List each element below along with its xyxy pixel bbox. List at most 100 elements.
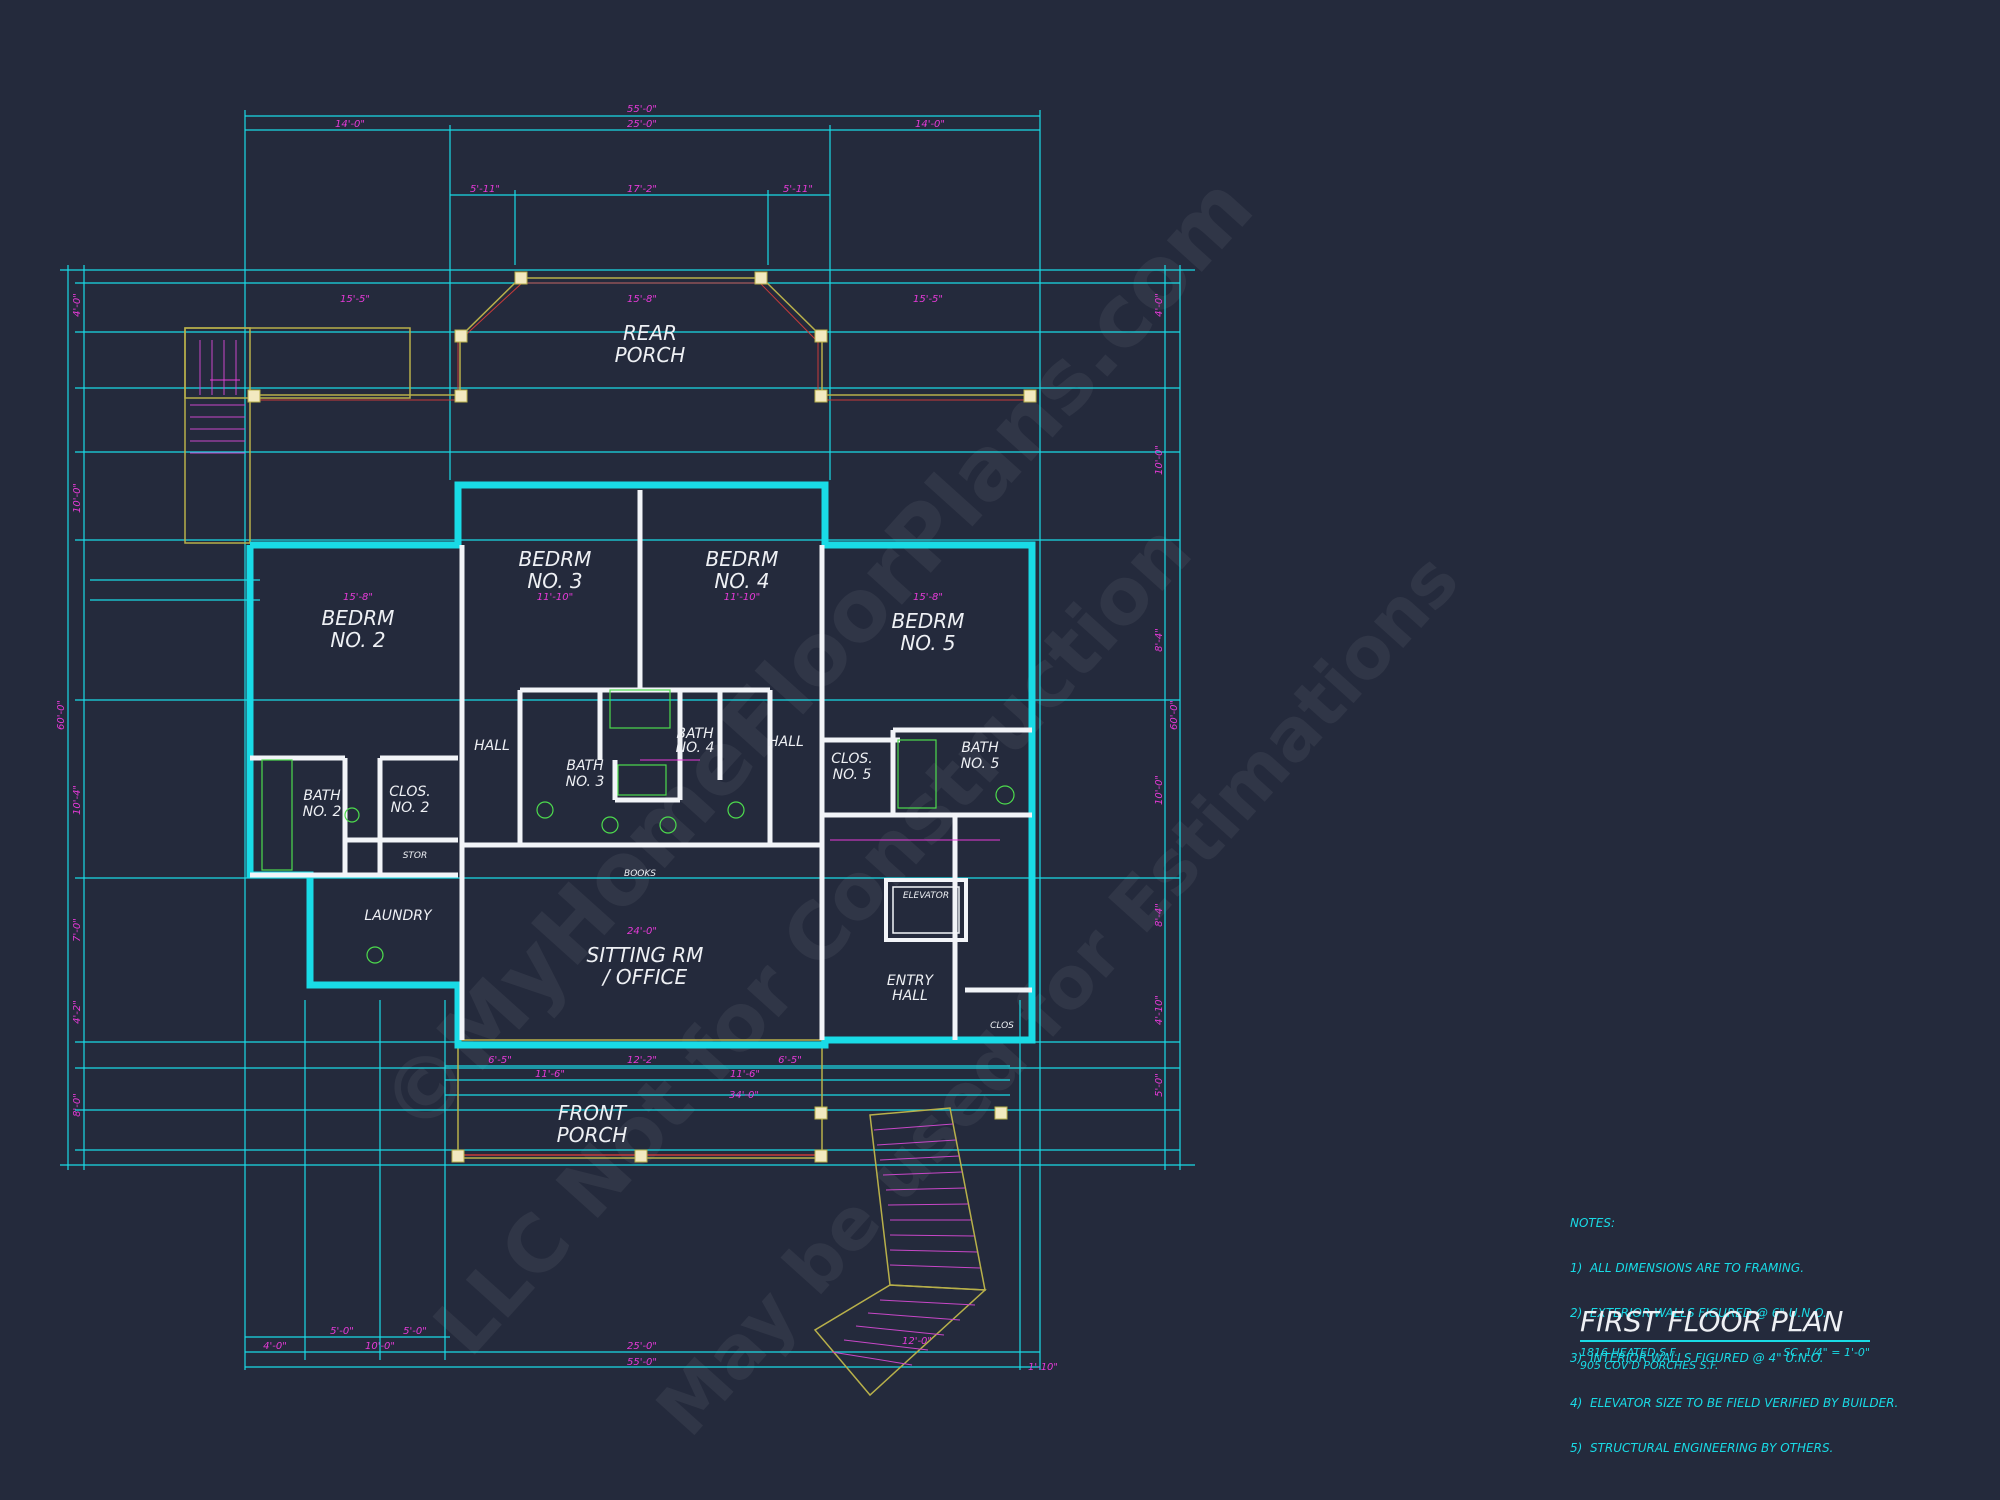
rear-porch-label: REAR <box>623 321 677 345</box>
porch-area: 905 COV'D PORCHES S.F. <box>1580 1359 1719 1372</box>
bedroom-3-label-2: NO. 3 <box>527 569 582 593</box>
dim-front-d: 11'-6" <box>730 1069 760 1080</box>
dim-front-porch-width: 34'-0" <box>729 1090 759 1101</box>
dim-right-total: 60'-0" <box>1169 700 1180 730</box>
dim-top-total: 55'-0" <box>627 104 657 115</box>
books-label: BOOKS <box>624 869 656 879</box>
dimension-text: 55'-0" 14'-0" 25'-0" 14'-0" 5'-11" 17'-2… <box>56 104 1180 1373</box>
bath-3-label-2: NO. 3 <box>566 774 605 790</box>
dim-right-wing: 15'-5" <box>913 294 943 305</box>
dim-left-e: 4'-2" <box>72 1000 83 1024</box>
plan-title: FIRST FLOOR PLAN <box>1580 1305 1870 1342</box>
bedroom-5-label: BEDRM <box>892 609 965 633</box>
dim-right-a: 4'-0" <box>1154 293 1165 317</box>
closet-5-label: CLOS. <box>831 751 873 767</box>
note-item: 5) STRUCTURAL ENGINEERING BY OTHERS. <box>1570 1441 1834 1455</box>
elevator-label: ELEVATOR <box>903 891 949 901</box>
bedroom-5-label-2: NO. 5 <box>900 631 955 655</box>
dim-rear-porch-width: 15'-8" <box>627 294 657 305</box>
annotation-lines <box>210 379 1000 841</box>
elevator <box>884 878 968 942</box>
plan-scale: SC. 1/4" = 1'-0" <box>1783 1346 1870 1359</box>
dim-bedrm4-width: 11'-10" <box>724 592 760 603</box>
storage-label: STOR <box>403 851 428 861</box>
bedroom-3-label: BEDRM <box>519 547 592 571</box>
exterior-walls <box>246 481 1036 1049</box>
front-stair <box>813 1107 987 1397</box>
dim-left-wing: 15'-5" <box>340 294 370 305</box>
dim-front-e: 6'-5" <box>778 1055 802 1066</box>
dim-bottom-total: 55'-0" <box>627 1357 657 1368</box>
plan-subtitle: 1816 HEATED S.F. 905 COV'D PORCHES S.F. … <box>1580 1346 1870 1372</box>
bath-4-label-2: NO. 4 <box>676 740 715 756</box>
closet-2-label: CLOS. <box>389 784 431 800</box>
dim-front-c: 12'-2" <box>627 1055 657 1066</box>
bedroom-2-label-2: NO. 2 <box>330 628 385 652</box>
note-item: 1) ALL DIMENSIONS ARE TO FRAMING. <box>1570 1261 1805 1275</box>
hall-right-label: HALL <box>768 734 804 750</box>
dim-top-right: 14'-0" <box>915 119 945 130</box>
plan-areas: 1816 HEATED S.F. 905 COV'D PORCHES S.F. <box>1580 1346 1719 1372</box>
dim-right-f: 4'-10" <box>1154 995 1165 1025</box>
dim-right-d: 10'-0" <box>1154 775 1165 805</box>
rear-porch-label-2: PORCH <box>615 343 686 367</box>
dim-right-c: 8'-4" <box>1154 628 1165 652</box>
bath-2-label-2: NO. 2 <box>303 804 342 820</box>
entry-hall-label: ENTRY <box>887 973 935 989</box>
dim-right-e: 8'-4" <box>1154 903 1165 927</box>
bath-2-label: BATH <box>303 788 341 804</box>
left-stair <box>190 340 245 454</box>
dim-top-left: 14'-0" <box>335 119 365 130</box>
sitting-room-label-2: / OFFICE <box>601 965 688 989</box>
porch-posts <box>247 271 1037 1163</box>
dim-porch-right: 5'-11" <box>783 184 813 195</box>
dim-front-a: 6'-5" <box>488 1055 512 1066</box>
note-item: 2) EXTERIOR WALLS FIGURED @ 6" U.N.O. <box>1570 1306 1827 1320</box>
note-item: 4) ELEVATOR SIZE TO BE FIELD VERIFIED BY… <box>1570 1396 1899 1410</box>
closet-label: CLOS <box>990 1021 1014 1031</box>
sitting-room-label: SITTING RM <box>587 943 704 967</box>
dim-sitting-width: 24'-0" <box>627 926 657 937</box>
dim-bottom-b: 5'-0" <box>330 1326 354 1337</box>
dim-left-a: 4'-0" <box>72 293 83 317</box>
bedroom-4-label-2: NO. 4 <box>714 569 769 593</box>
notes-title: NOTES: <box>1570 1216 1615 1230</box>
front-porch-label: FRONT <box>558 1101 628 1125</box>
dim-bottom-c: 10'-0" <box>365 1341 395 1352</box>
dimension-lines <box>60 110 1195 1370</box>
dim-left-total: 60'-0" <box>56 700 67 730</box>
title-block: FIRST FLOOR PLAN 1816 HEATED S.F. 905 CO… <box>1580 1305 1870 1372</box>
dim-bottom-d: 5'-0" <box>403 1326 427 1337</box>
dim-porch-mid: 17'-2" <box>627 184 657 195</box>
dim-ext-right: 1'-10" <box>1028 1362 1058 1373</box>
dim-right-b: 10'-0" <box>1154 445 1165 475</box>
dim-bedrm2-width: 15'-8" <box>343 592 373 603</box>
dim-left-d: 7'-0" <box>72 918 83 942</box>
bath-5-label: BATH <box>961 740 999 756</box>
notes-block: NOTES: 1) ALL DIMENSIONS ARE TO FRAMING.… <box>1570 1186 1898 1471</box>
dim-porch-left: 5'-11" <box>470 184 500 195</box>
dim-bedrm5-width: 15'-8" <box>913 592 943 603</box>
dim-stair-width: 12'-0" <box>902 1336 932 1347</box>
dim-left-f: 8'-0" <box>72 1093 83 1117</box>
dim-top-mid: 25'-0" <box>627 119 657 130</box>
bedroom-2-label: BEDRM <box>322 606 395 630</box>
watermark: ©MyHomeFloorPlans.com LLC Not for Constr… <box>361 158 1474 1452</box>
entry-hall-label-2: HALL <box>892 988 928 1004</box>
dim-left-c: 10'-4" <box>72 785 83 815</box>
bath-4-label: BATH <box>676 726 714 742</box>
laundry-label: LAUNDRY <box>364 908 433 924</box>
front-porch-label-2: PORCH <box>557 1123 628 1147</box>
closet-5-label-2: NO. 5 <box>833 767 872 783</box>
note-item: 3) INTERIOR WALLS FIGURED @ 4" U.N.O. <box>1570 1351 1824 1365</box>
heated-area: 1816 HEATED S.F. <box>1580 1346 1678 1359</box>
bedroom-4-label: BEDRM <box>706 547 779 571</box>
plumbing-fixtures <box>261 689 1015 964</box>
dim-front-b: 11'-6" <box>535 1069 565 1080</box>
bath-5-label-2: NO. 5 <box>961 756 1000 772</box>
hall-left-label: HALL <box>474 738 510 754</box>
dim-left-b: 10'-0" <box>72 483 83 513</box>
dim-right-g: 5'-0" <box>1154 1073 1165 1097</box>
bath-3-label: BATH <box>566 758 604 774</box>
